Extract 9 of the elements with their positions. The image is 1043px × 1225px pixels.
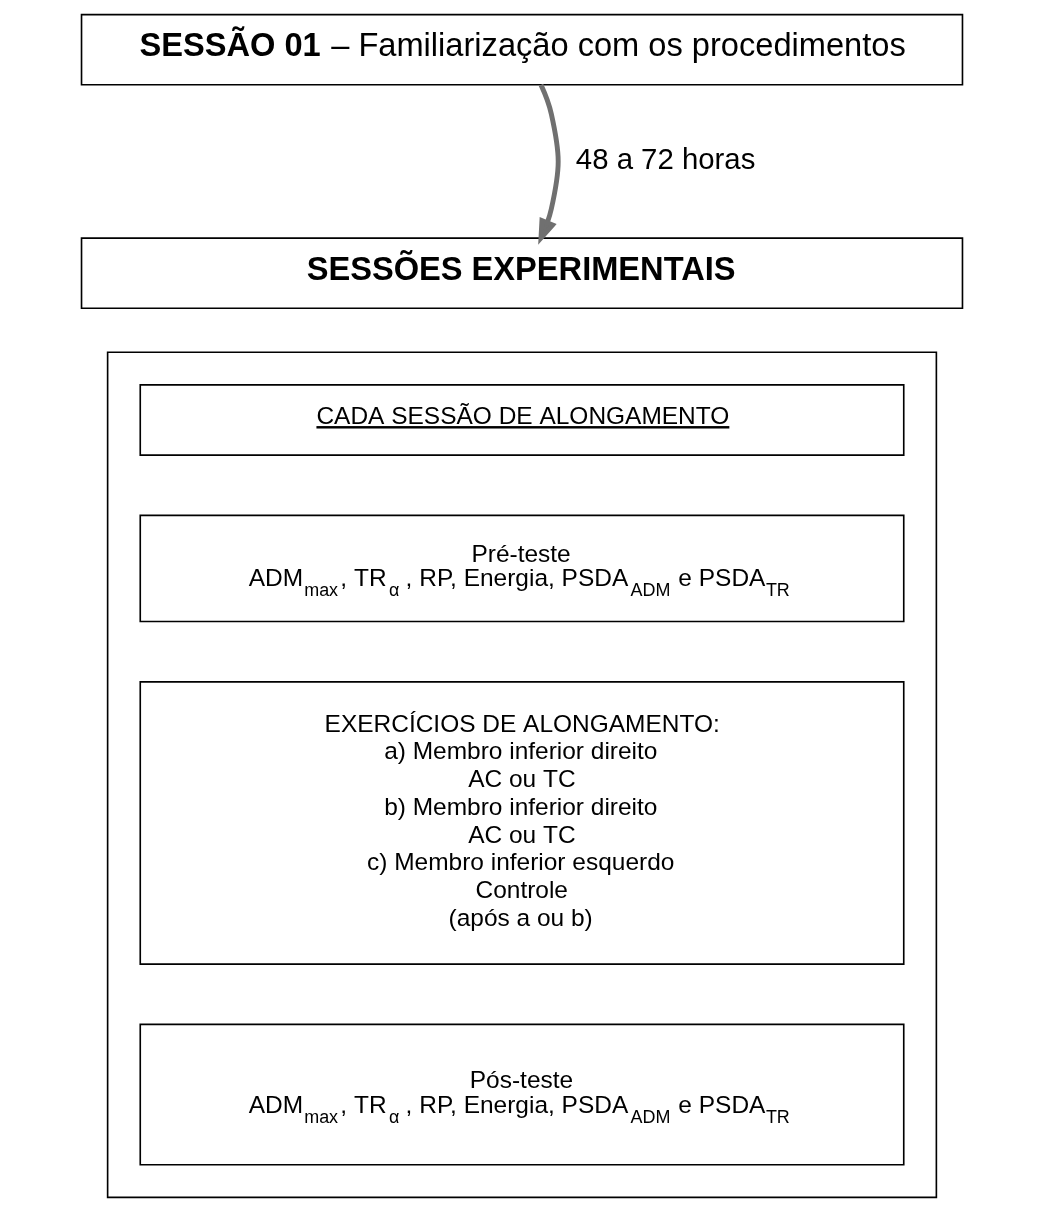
node-box: Pós-teste ADM$_{max}$, TR$_{α}$, RP, Energia, PSDA$_{ADM}$ e PSDA$_{TR}$ — [138, 1023, 905, 1166]
node-box: CADA SESSÃO DE ALONGAMENTO — [138, 384, 905, 456]
node-box: EXERCÍCIOS DE ALONGAMENTO: a) Membro inferior direito AC ou TC b) Membro inferior direito AC ou TC c) Membro inferior esquerdo Controle (após a ou b) — [138, 681, 905, 965]
node-box: SESSÕES EXPERIMENTAIS — [80, 237, 963, 310]
arrow — [537, 83, 561, 245]
node-box: Pré-teste ADM$_{max}$, TR$_{α}$, RP, Energia, PSDA$_{ADM}$ e PSDA$_{TR}$ — [138, 514, 905, 623]
node-box: SESSÃO 01 – Familiarização com os procedimentos — [80, 13, 963, 86]
edge-label: 48 a 72 horas — [575, 141, 755, 175]
cluster — [106, 351, 937, 1199]
